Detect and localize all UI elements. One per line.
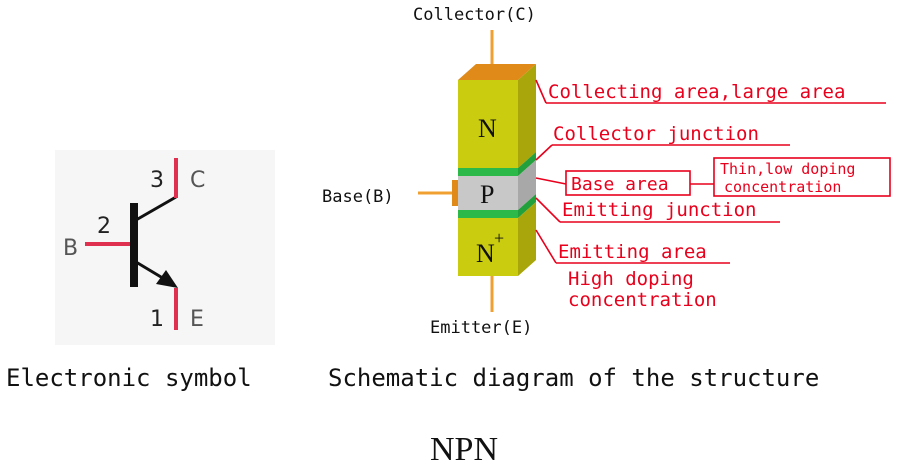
main-title: NPN bbox=[430, 431, 498, 468]
collector-junction-layer bbox=[458, 168, 518, 176]
pointer-emitting-area bbox=[535, 229, 557, 264]
symbol-caption: Electronic symbol bbox=[6, 364, 252, 392]
pin-number-3: 3 bbox=[150, 168, 164, 193]
collector-diagonal bbox=[135, 195, 177, 222]
annotation-collecting-area: Collecting area,large area bbox=[548, 81, 845, 103]
pointer-base-area bbox=[535, 177, 567, 185]
base-bar bbox=[130, 203, 138, 287]
annotation-thin-line2: concentration bbox=[724, 178, 841, 196]
annotation-high-line2: concentration bbox=[568, 289, 717, 311]
layer-n-plus-superscript: + bbox=[494, 228, 504, 248]
pin-label-c: C bbox=[190, 168, 205, 193]
collector-label: Collector(C) bbox=[413, 5, 536, 25]
thin-doping-box bbox=[713, 157, 891, 197]
pin-number-2: 2 bbox=[97, 214, 111, 239]
electronic-symbol: B 2 3 C 1 E bbox=[55, 150, 275, 345]
annotation-base-area: Base area bbox=[571, 174, 669, 195]
annotation-thin-line1: Thin,low doping bbox=[720, 160, 855, 178]
emitter-region-side bbox=[518, 202, 536, 276]
emitter-region bbox=[458, 218, 518, 276]
top-cap bbox=[458, 64, 536, 80]
annotation-collector-junction: Collector junction bbox=[553, 123, 759, 145]
base-area-box bbox=[565, 170, 691, 196]
emitting-junction-layer bbox=[458, 210, 518, 218]
layer-n-label: N bbox=[478, 114, 497, 143]
pointer-collecting-area bbox=[535, 79, 547, 104]
base-region-side bbox=[518, 160, 536, 210]
pin-number-1: 1 bbox=[150, 307, 164, 332]
annotation-emitting-junction: Emitting junction bbox=[562, 199, 756, 221]
annotation-high-line1: High doping bbox=[568, 268, 694, 290]
base-contact bbox=[452, 180, 458, 206]
structure-diagram: N P N + bbox=[418, 30, 536, 312]
emitting-junction-side bbox=[518, 194, 536, 218]
emitter-label: Emitter(E) bbox=[430, 318, 532, 338]
collector-region-side bbox=[518, 64, 536, 168]
pointer-emitting-junction bbox=[535, 197, 561, 223]
base-region bbox=[458, 176, 518, 210]
symbol-background bbox=[55, 150, 275, 345]
collector-region bbox=[458, 80, 518, 168]
annotations bbox=[535, 79, 891, 264]
emitter-arrow-icon bbox=[156, 270, 178, 288]
pin-label-e: E bbox=[190, 307, 204, 332]
pointer-collector-junction bbox=[535, 144, 553, 161]
structure-caption: Schematic diagram of the structure bbox=[328, 364, 819, 392]
layer-n-plus-label: N bbox=[476, 239, 495, 268]
pin-label-b: B bbox=[63, 236, 78, 261]
collector-junction-side bbox=[518, 152, 536, 176]
layer-p-label: P bbox=[480, 180, 494, 209]
base-label: Base(B) bbox=[322, 187, 394, 207]
annotation-emitting-area: Emitting area bbox=[558, 241, 707, 263]
